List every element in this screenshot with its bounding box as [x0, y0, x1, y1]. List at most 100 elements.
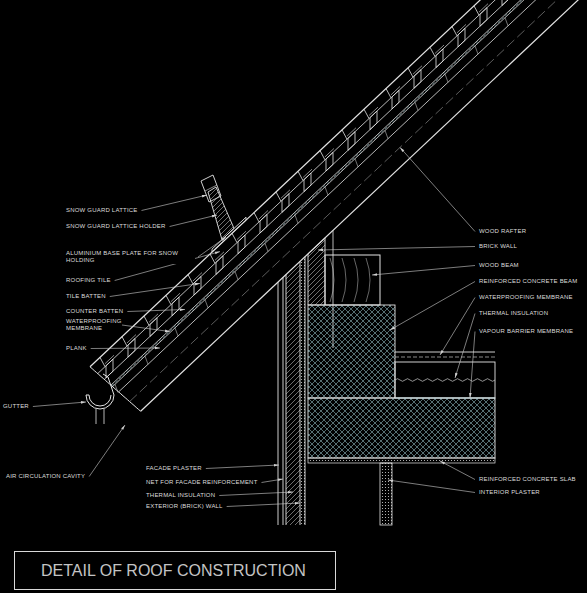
- leader-line: [400, 147, 475, 231]
- tile-batten: [128, 339, 135, 358]
- tile-joint: [474, 6, 479, 15]
- tile-joint: [210, 254, 215, 263]
- leader-line: [440, 461, 475, 480]
- leader-arrowhead: [400, 147, 404, 152]
- wood-grain: [342, 258, 346, 302]
- gutter-outlet: [96, 409, 104, 424]
- leader-arrowhead: [318, 249, 323, 252]
- tile-joint: [320, 151, 325, 160]
- roof-layer-line: [141, 0, 587, 411]
- tile-joint: [232, 233, 237, 242]
- tile-joint: [430, 47, 435, 56]
- leader-line: [227, 503, 300, 507]
- leader-line: [110, 283, 200, 296]
- part-label: SNOW GUARD LATTICE HOLDER: [65, 223, 167, 230]
- tile-batten: [414, 70, 421, 89]
- tile-batten: [436, 49, 443, 68]
- part-label: EXTERIOR (BRICK) WALL: [145, 503, 224, 510]
- part-label: PLANK: [65, 345, 88, 352]
- part-label: WATERPROOFING MEMBRANE: [65, 318, 119, 332]
- leader-line: [127, 310, 185, 312]
- part-label: ROOFING TILE: [65, 277, 112, 284]
- part-label: REINFORCED CONCRETE SLAB: [478, 476, 577, 483]
- tile-batten: [194, 277, 201, 296]
- eave-cut: [90, 367, 141, 411]
- part-label: THERMAL INSULATION: [478, 310, 549, 317]
- plank-joint: [115, 384, 118, 392]
- tile-joint: [364, 109, 369, 118]
- part-label: VAPOUR BARRIER MEMBRANE: [478, 328, 574, 335]
- part-label: GUTTER: [2, 403, 30, 410]
- wood-grain: [354, 258, 358, 302]
- part-label: SNOW GUARD LATTICE: [65, 207, 139, 214]
- leader-line: [91, 348, 160, 350]
- leader-line: [122, 325, 170, 332]
- tile-batten: [370, 111, 377, 130]
- tile-batten: [282, 194, 289, 213]
- tile-batten: [348, 132, 355, 151]
- leader-arrowhead: [121, 425, 125, 430]
- leader-arrowhead: [221, 237, 226, 241]
- wall-line: [305, 257, 306, 525]
- tile-joint: [386, 89, 391, 98]
- tile-batten: [326, 152, 333, 171]
- plank-joint: [325, 187, 328, 195]
- plank-joint: [385, 131, 388, 139]
- plank-joint: [355, 159, 358, 167]
- leader-line: [89, 425, 125, 477]
- gutter-shape: [86, 395, 114, 409]
- leader-line: [33, 402, 86, 407]
- wall-line: [286, 275, 287, 525]
- leader-line: [390, 282, 475, 331]
- tile-batten: [480, 8, 487, 27]
- tile-joint: [342, 130, 347, 139]
- leader-line: [206, 465, 279, 469]
- leader-arrowhead: [195, 283, 200, 286]
- plank-joint: [475, 46, 478, 54]
- part-label: BRICK WALL: [478, 243, 518, 250]
- plank-joint: [295, 215, 298, 223]
- tile-batten: [260, 214, 267, 233]
- leader-arrowhead: [469, 393, 472, 398]
- wall-line: [278, 282, 279, 525]
- waterproofing-line: [395, 352, 495, 353]
- tile-joint: [452, 27, 457, 36]
- plank-joint: [265, 243, 268, 251]
- leader-arrowhead: [288, 491, 293, 494]
- plank-joint: [505, 18, 508, 26]
- leader-arrowhead: [212, 215, 217, 218]
- exterior-brick-wall: [286, 261, 300, 525]
- plank-joint: [415, 102, 418, 110]
- leader-arrowhead: [81, 401, 86, 404]
- tile-batten: [502, 0, 509, 6]
- tile-batten: [216, 256, 223, 275]
- part-label: WATERPROOFING MEMBRANE: [478, 294, 574, 301]
- part-label: TILE BATTEN: [65, 293, 107, 300]
- leader-line: [388, 480, 475, 493]
- tile-joint: [188, 275, 193, 284]
- tile-batten: [238, 235, 245, 254]
- leader-arrowhead: [180, 308, 185, 311]
- tile-batten: [106, 359, 113, 378]
- tile-joint: [166, 295, 171, 304]
- leader-arrowhead: [155, 347, 160, 350]
- plank-joint: [445, 74, 448, 82]
- plank-joint: [175, 328, 178, 336]
- part-label: ALUMINIUM BASE PLATE FOR SNOW HOLDING: [65, 250, 195, 264]
- tile-batten: [458, 28, 465, 47]
- leader-line: [142, 195, 208, 211]
- leader-arrowhead: [202, 195, 207, 198]
- leader-line: [262, 479, 284, 483]
- plank-joint: [235, 272, 238, 280]
- insulation-pattern: [395, 379, 495, 381]
- leader-line: [372, 266, 475, 276]
- leader-arrowhead: [295, 502, 300, 505]
- part-label: WOOD BEAM: [478, 262, 520, 269]
- part-label: THERMAL INSULATION: [145, 492, 216, 499]
- tile-batten: [304, 173, 311, 192]
- gutter-bracket: [103, 374, 114, 395]
- part-label: AIR CIRCULATION CAVITY: [5, 473, 86, 480]
- snow-guard-bar: [205, 185, 217, 191]
- part-label: INTERIOR PLASTER: [478, 489, 541, 496]
